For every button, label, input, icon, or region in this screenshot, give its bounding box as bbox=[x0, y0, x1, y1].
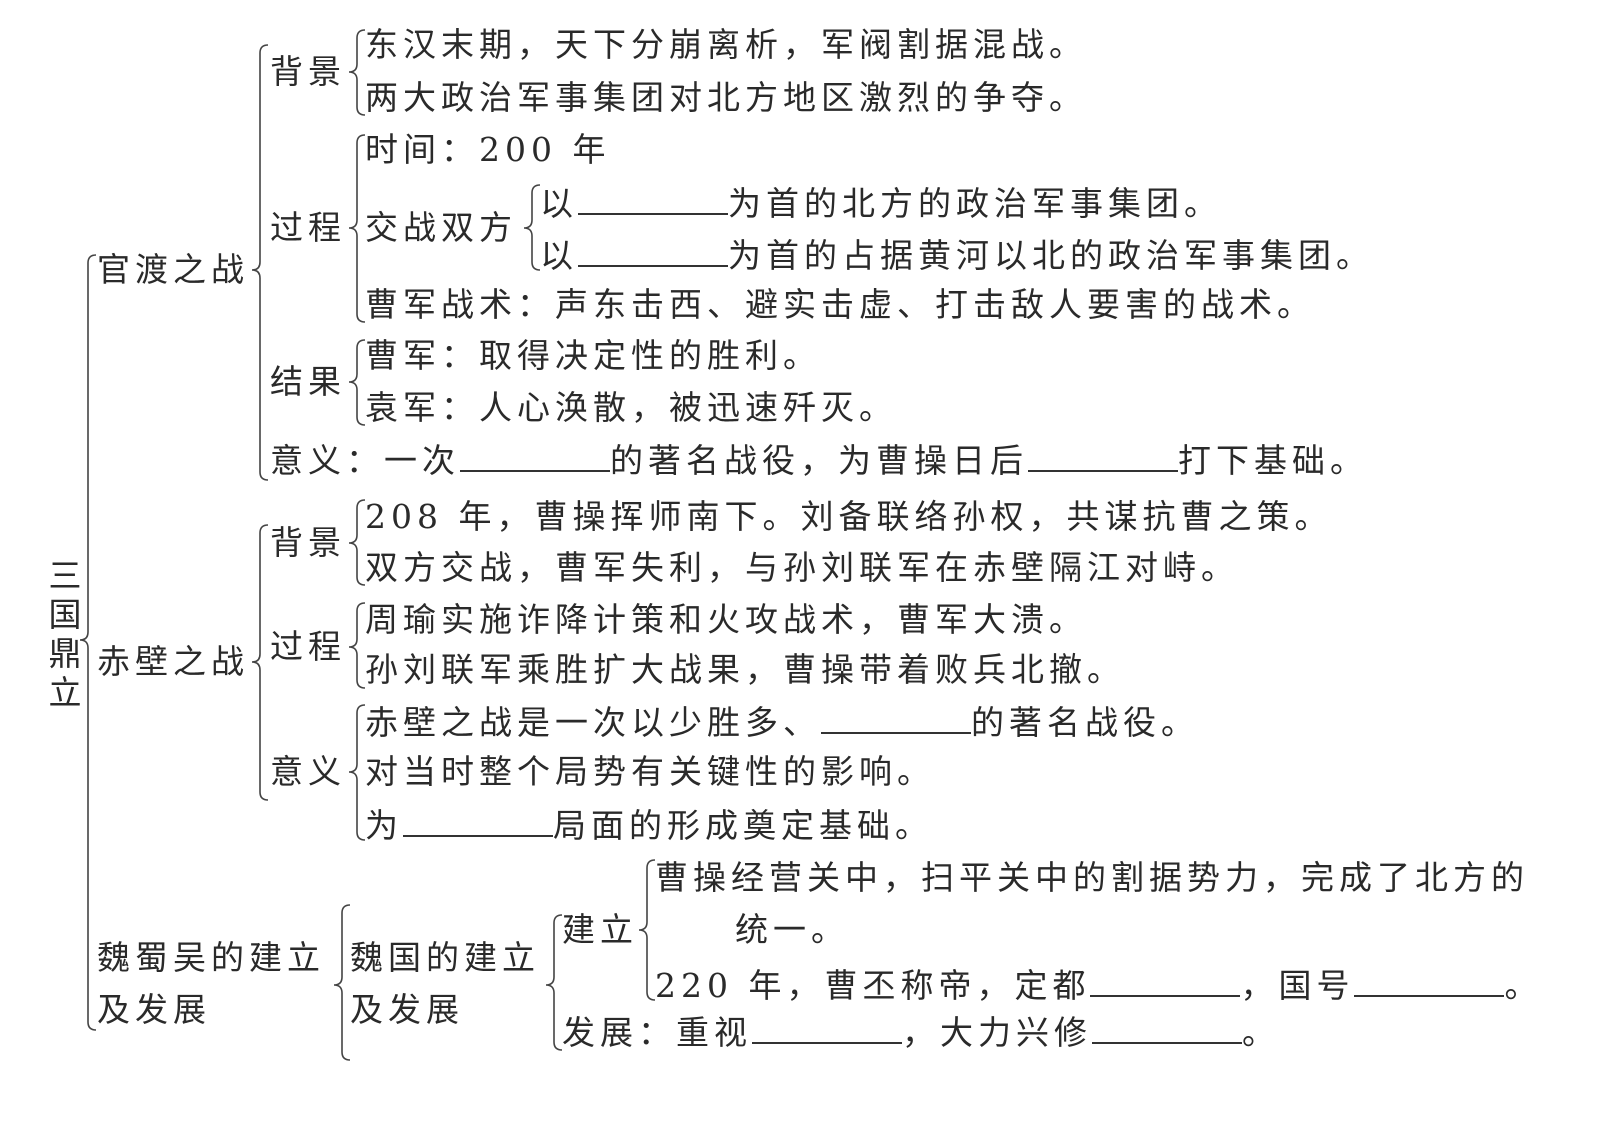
weishuwu-title: 及发展 bbox=[97, 990, 211, 1029]
brace bbox=[348, 704, 366, 841]
guandu-background-line: 东汉末期，天下分崩离析，军阀割据混战。 bbox=[365, 25, 1087, 64]
brace bbox=[638, 859, 656, 1001]
guandu-time: 时间：200 年 bbox=[365, 130, 611, 169]
text: 为 bbox=[365, 806, 403, 845]
text: 为首的北方的政治军事集团。 bbox=[728, 184, 1222, 223]
fill-blank[interactable] bbox=[578, 235, 728, 267]
text: 以 bbox=[540, 236, 578, 275]
text: 。 bbox=[1504, 966, 1543, 1005]
text: ，国号 bbox=[1240, 966, 1355, 1005]
wei-establish-line: 统一。 bbox=[735, 910, 849, 949]
wei-title: 及发展 bbox=[350, 990, 464, 1029]
chibi-title: 赤壁之战 bbox=[97, 642, 249, 681]
text: 局面的形成奠定基础。 bbox=[553, 806, 933, 845]
brace bbox=[79, 254, 97, 1031]
guandu-side-1: 以 为首的北方的政治军事集团。 bbox=[540, 183, 1222, 224]
chibi-background-line: 208 年，曹操挥师南下。刘备联络孙权，共谋抗曹之策。 bbox=[365, 497, 1333, 536]
text: 发展：重视 bbox=[562, 1013, 752, 1052]
text: ，大力兴修 bbox=[902, 1013, 1092, 1052]
guandu-background-line: 两大政治军事集团对北方地区激烈的争夺。 bbox=[365, 78, 1087, 117]
text: 打下基础。 bbox=[1178, 441, 1368, 480]
chibi-meaning-line: 为 局面的形成奠定基础。 bbox=[365, 805, 933, 846]
guandu-background-label: 背景 bbox=[270, 52, 346, 91]
guandu-process-label: 过程 bbox=[270, 208, 346, 247]
fill-blank[interactable] bbox=[752, 1012, 902, 1044]
chibi-background-line: 双方交战，曹军失利，与孙刘联军在赤壁隔江对峙。 bbox=[365, 548, 1239, 587]
guandu-title: 官渡之战 bbox=[97, 250, 249, 289]
root-title-text: 三国鼎立 bbox=[43, 558, 82, 714]
chibi-process-label: 过程 bbox=[270, 627, 346, 666]
fill-blank[interactable] bbox=[821, 702, 971, 734]
text: 的著名战役，为曹操日后 bbox=[610, 441, 1028, 480]
fill-blank[interactable] bbox=[1090, 965, 1241, 997]
chibi-meaning-label: 意义 bbox=[270, 752, 346, 791]
fill-blank[interactable] bbox=[460, 440, 610, 472]
brace bbox=[545, 914, 563, 1051]
guandu-result-line: 袁军：人心涣散，被迅速歼灭。 bbox=[365, 388, 897, 427]
brace bbox=[348, 134, 366, 323]
brace bbox=[348, 602, 366, 689]
wei-develop: 发展：重视 ，大力兴修 。 bbox=[562, 1012, 1280, 1053]
brace bbox=[251, 524, 269, 801]
guandu-tactics: 曹军战术：声东击西、避实击虚、打击敌人要害的战术。 bbox=[365, 285, 1315, 324]
wei-establish-line: 220 年，曹丕称帝，定都 ，国号 。 bbox=[655, 965, 1542, 1006]
fill-blank[interactable] bbox=[1092, 1012, 1242, 1044]
guandu-meaning: 意义：一次 的著名战役，为曹操日后 打下基础。 bbox=[270, 440, 1368, 481]
brace bbox=[251, 44, 269, 481]
guandu-sides-label: 交战双方 bbox=[365, 208, 517, 247]
text: 220 年，曹丕称帝，定都 bbox=[655, 966, 1091, 1005]
guandu-result-label: 结果 bbox=[270, 362, 346, 401]
text: 赤壁之战是一次以少胜多、 bbox=[365, 703, 821, 742]
fill-blank[interactable] bbox=[1354, 965, 1505, 997]
guandu-side-2: 以 为首的占据黄河以北的政治军事集团。 bbox=[540, 235, 1374, 276]
guandu-result-line: 曹军：取得决定性的胜利。 bbox=[365, 336, 821, 375]
brace bbox=[333, 904, 351, 1061]
brace bbox=[523, 184, 541, 271]
wei-establish-line: 曹操经营关中，扫平关中的割据势力，完成了北方的 bbox=[655, 858, 1529, 897]
fill-blank[interactable] bbox=[1028, 440, 1178, 472]
weishuwu-title: 魏蜀吴的建立 bbox=[97, 938, 325, 977]
fill-blank[interactable] bbox=[403, 805, 553, 837]
chibi-meaning-line: 赤壁之战是一次以少胜多、 的著名战役。 bbox=[365, 702, 1199, 743]
wei-title: 魏国的建立 bbox=[350, 938, 540, 977]
text: 为首的占据黄河以北的政治军事集团。 bbox=[728, 236, 1374, 275]
fill-blank[interactable] bbox=[578, 183, 728, 215]
chibi-process-line: 孙刘联军乘胜扩大战果，曹操带着败兵北撤。 bbox=[365, 650, 1125, 689]
text: 的著名战役。 bbox=[971, 703, 1199, 742]
chibi-background-label: 背景 bbox=[270, 523, 346, 562]
text: 。 bbox=[1242, 1013, 1280, 1052]
brace bbox=[348, 29, 366, 116]
text: 以 bbox=[540, 184, 578, 223]
chibi-meaning-line: 对当时整个局势有关键性的影响。 bbox=[365, 752, 935, 791]
brace bbox=[348, 499, 366, 586]
brace bbox=[348, 339, 366, 426]
chibi-process-line: 周瑜实施诈降计策和火攻战术，曹军大溃。 bbox=[365, 600, 1087, 639]
wei-establish-label: 建立 bbox=[562, 910, 638, 949]
text: 意义：一次 bbox=[270, 441, 460, 480]
root-title: 三国鼎立 bbox=[42, 558, 82, 722]
